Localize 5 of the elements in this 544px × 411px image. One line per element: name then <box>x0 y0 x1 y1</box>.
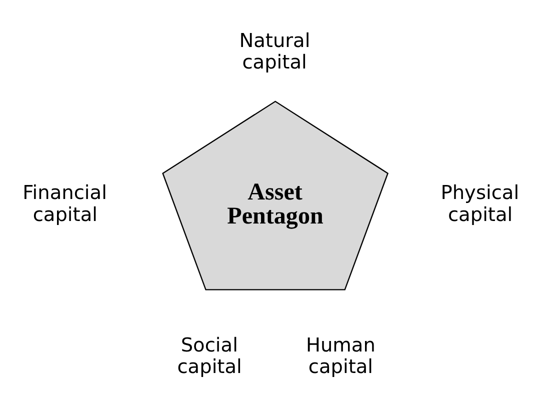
label: Natural capital <box>239 29 310 74</box>
label: Social capital <box>177 333 242 378</box>
label: Physical capital <box>440 181 520 226</box>
label: Financial capital <box>22 181 107 226</box>
label: Human capital <box>306 333 376 378</box>
